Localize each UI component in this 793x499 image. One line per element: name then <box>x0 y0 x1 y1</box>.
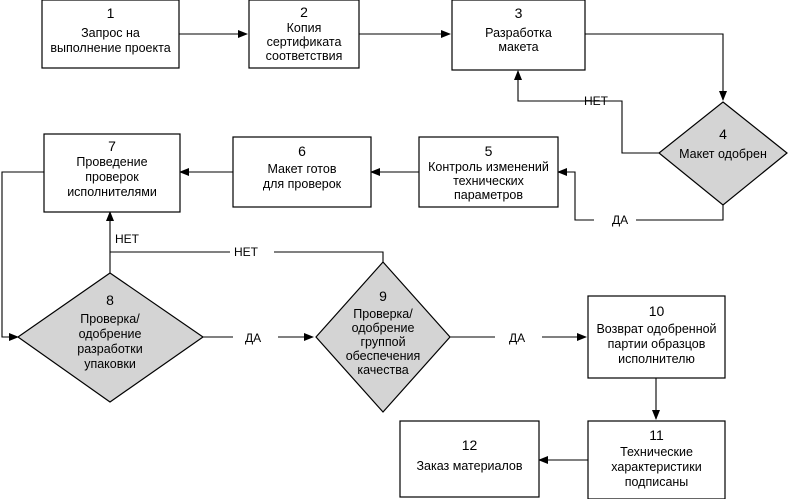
node-2-number: 2 <box>300 4 308 20</box>
node-10-box <box>587 295 726 379</box>
node-4-line-1: Макет одобрен <box>679 147 767 161</box>
node-1-line-2: выполнение проекта <box>50 41 170 55</box>
node-11-number: 11 <box>649 427 664 443</box>
node-9-line-5: качества <box>357 363 408 377</box>
node-12-line-1: Заказ материалов <box>417 459 523 473</box>
node-1-number: 1 <box>107 5 115 21</box>
node-3: 3 Разработка макета <box>451 0 586 71</box>
node-5-box <box>418 136 559 208</box>
node-11-line-3: подписаны <box>625 475 689 489</box>
node-2-line-3: соответствия <box>266 49 343 63</box>
node-12: 12 Заказ материалов <box>399 420 540 498</box>
node-8-line-2: одобрение <box>79 327 142 341</box>
arrow-3-to-4 <box>585 33 727 101</box>
arrow-4-yes-to-5 <box>558 172 724 221</box>
node-2-line-2: сертификата <box>267 35 342 49</box>
arrow-9-no-to-7 <box>110 251 384 262</box>
node-7-box <box>43 133 181 213</box>
node-5-line-1: Контроль изменений <box>428 160 549 174</box>
node-9: 9 Проверка/ одобрение группой обеспечени… <box>315 261 451 413</box>
node-9-line-3: группой <box>360 335 405 349</box>
node-4: 4 Макет одобрен <box>658 101 788 206</box>
node-7: 7 Проведение проверок исполнителями <box>43 133 181 213</box>
node-6-number: 6 <box>298 143 306 159</box>
node-5-line-2: технических <box>453 174 525 188</box>
node-11-box <box>587 420 726 499</box>
node-5-line-3: параметров <box>454 188 523 202</box>
node-2: 2 Копия сертификата соответствия <box>248 0 360 69</box>
node-7-number: 7 <box>108 138 116 154</box>
edge-label-4-no: НЕТ <box>584 94 609 108</box>
node-11-line-2: характеристики <box>611 460 701 474</box>
node-12-box <box>399 420 540 498</box>
node-3-line-2: макета <box>498 40 538 54</box>
node-6: 6 Макет готов для проверок <box>232 136 372 208</box>
node-8-line-3: разработки <box>77 342 142 356</box>
node-3-number: 3 <box>515 5 523 21</box>
node-10-line-3: исполнителю <box>618 352 695 366</box>
node-10: 10 Возврат одобренной партии образцов ис… <box>587 295 726 379</box>
edge-label-8-yes: ДА <box>245 331 261 345</box>
node-7-line-2: проверок <box>85 170 139 184</box>
node-4-diamond <box>658 101 788 206</box>
node-11: 11 Технические характеристики подписаны <box>587 420 726 499</box>
edge-label-8-no: НЕТ <box>115 232 140 246</box>
node-9-line-1: Проверка/ <box>353 307 413 321</box>
node-1: 1 Запрос на выполнение проекта <box>41 0 180 69</box>
edge-label-4-yes: ДА <box>612 213 628 227</box>
node-10-number: 10 <box>649 303 665 319</box>
node-8: 8 Проверка/ одобрение разработки упаковк… <box>16 272 205 403</box>
node-2-line-1: Копия <box>287 21 322 35</box>
arrow-7-to-8 <box>1 171 44 341</box>
node-9-line-4: обеспечения <box>346 349 421 363</box>
node-8-diamond <box>16 272 205 403</box>
node-11-line-1: Технические <box>620 445 693 459</box>
node-4-number: 4 <box>719 126 727 142</box>
node-7-line-3: исполнителями <box>67 185 157 199</box>
node-8-number: 8 <box>106 292 114 308</box>
node-1-line-1: Запрос на <box>81 26 140 40</box>
node-5: 5 Контроль изменений технических парамет… <box>418 136 559 208</box>
edge-label-9-no: НЕТ <box>234 245 259 259</box>
connectors <box>1 30 727 464</box>
node-10-line-2: партии образцов <box>608 337 706 351</box>
node-7-line-1: Проведение <box>76 155 147 169</box>
node-5-number: 5 <box>485 143 493 159</box>
node-1-box <box>41 0 180 69</box>
node-6-line-1: Макет готов <box>268 162 337 176</box>
node-3-line-1: Разработка <box>485 26 552 40</box>
node-6-line-2: для проверок <box>263 177 342 191</box>
edge-label-9-yes: ДА <box>509 331 525 345</box>
node-2-box <box>248 0 360 69</box>
node-8-line-1: Проверка/ <box>80 312 140 326</box>
node-6-box <box>232 136 372 208</box>
edge-labels: НЕТ ДА НЕТ НЕТ ДА ДА <box>115 94 628 345</box>
node-9-line-2: одобрение <box>352 321 415 335</box>
node-12-number: 12 <box>462 437 478 453</box>
node-8-line-4: упаковки <box>84 357 136 371</box>
arrow-4-no-to-3 <box>514 70 659 154</box>
node-9-number: 9 <box>379 288 387 304</box>
node-3-box <box>451 0 586 71</box>
node-9-diamond <box>315 261 451 413</box>
node-10-line-1: Возврат одобренной <box>596 322 716 336</box>
